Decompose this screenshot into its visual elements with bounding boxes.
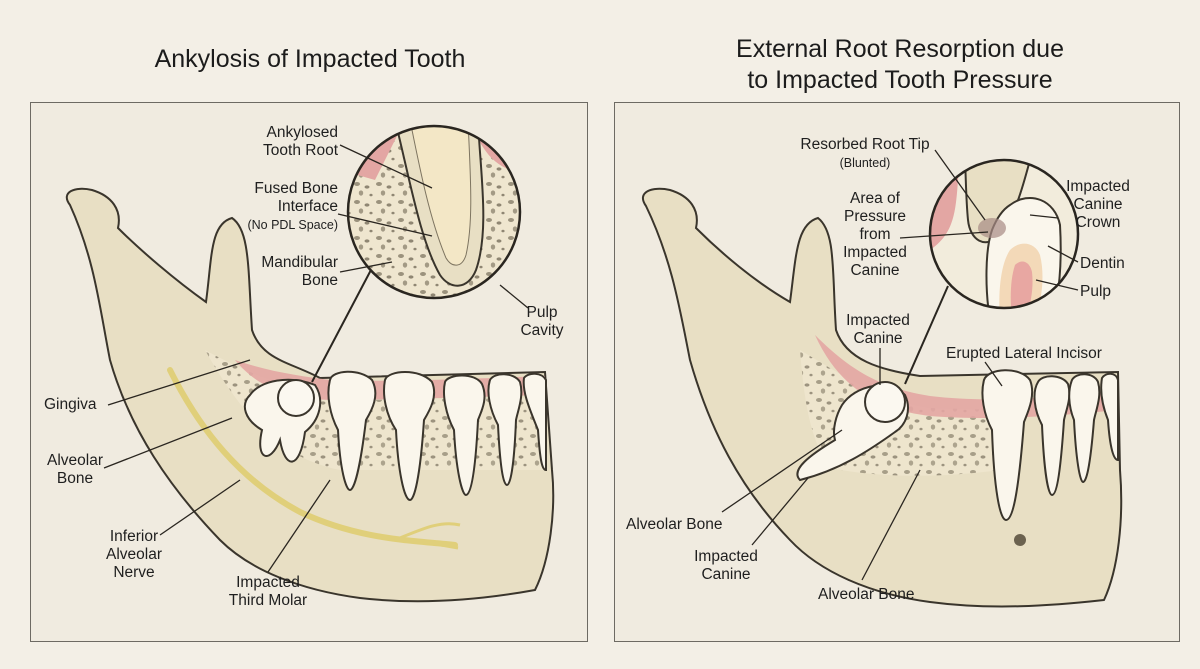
label-canine-low-line2: Canine: [701, 566, 751, 583]
label-alveolar-bone-left-line2: Bone: [56, 470, 94, 487]
label-nerve-line1: Inferior: [109, 528, 159, 545]
label-erupted-lateral-incisor: Erupted Lateral Incisor: [946, 345, 1102, 362]
label-inferior-alveolar-nerve: Inferior Alveolar Nerve: [98, 528, 170, 582]
right-title-line2: to Impacted Tooth Pressure: [747, 66, 1053, 94]
label-resorbed-root-tip: Resorbed Root Tip (Blunted): [790, 136, 940, 172]
label-pressure-line2: Pressure: [843, 208, 907, 225]
label-pressure-line4: Impacted: [843, 244, 907, 261]
label-mandibular-bone-line2: Bone: [301, 272, 338, 289]
left-title: Ankylosis of Impacted Tooth: [154, 45, 466, 73]
right-magnified-view: [904, 158, 1080, 385]
label-resorbed-line1: Resorbed Root Tip: [800, 136, 930, 153]
label-fused-bone-line1: Fused Bone: [254, 180, 338, 197]
label-nerve-line2: Alveolar: [106, 546, 162, 563]
label-alveolar-bone-right-left: Alveolar Bone: [626, 516, 723, 533]
label-nerve-line3: Nerve: [113, 564, 155, 581]
label-area-of-pressure: Area of Pressure from Impacted Canine: [830, 190, 920, 280]
right-impacted-canine: [796, 381, 909, 482]
label-alveolar-bone-right-bottom: Alveolar Bone: [818, 586, 915, 603]
right-erupted-teeth: [981, 369, 1119, 522]
label-pressure-line3: from: [859, 226, 891, 243]
label-impacted-canine-mid: Impacted Canine: [832, 312, 924, 348]
label-crown-line1: Impacted: [1066, 178, 1130, 195]
label-pressure-line5: Canine: [850, 262, 900, 279]
left-mandible: [65, 187, 555, 603]
right-leader-lines: [721, 149, 1079, 581]
label-molar-line1: Impacted: [236, 574, 300, 591]
label-impacted-canine-low: Impacted Canine: [684, 548, 768, 584]
right-title-line1: External Root Resorption due: [736, 35, 1064, 63]
right-mandible: [642, 187, 1123, 608]
label-canine-mid-line2: Canine: [853, 330, 903, 347]
label-dentin: Dentin: [1080, 255, 1125, 272]
label-ankylosed-root: Ankylosed Tooth Root: [236, 124, 338, 160]
label-alveolar-bone-left-line1: Alveolar: [47, 452, 103, 469]
label-canine-low-line1: Impacted: [694, 548, 758, 565]
left-magnified-view: [311, 124, 522, 383]
left-erupted-teeth: [327, 370, 547, 502]
label-mandibular-bone-line1: Mandibular: [261, 254, 338, 271]
right-title: External Root Resorption due to Impacted…: [620, 34, 1180, 96]
label-pulp-cavity-line2: Cavity: [520, 322, 564, 339]
label-pulp-cavity-line1: Pulp: [526, 304, 558, 321]
label-ankylosed-root-line1: Ankylosed: [266, 124, 338, 141]
label-impacted-third-molar: Impacted Third Molar: [212, 574, 324, 610]
label-alveolar-bone-left: Alveolar Bone: [40, 452, 110, 488]
label-ankylosed-root-line2: Tooth Root: [263, 142, 338, 159]
label-molar-line2: Third Molar: [228, 592, 308, 609]
label-canine-mid-line1: Impacted: [846, 312, 910, 329]
label-mandibular-bone: Mandibular Bone: [238, 254, 338, 290]
left-leader-lines: [103, 144, 529, 573]
left-impacted-molar: [243, 378, 322, 463]
label-crown-line3: Crown: [1075, 214, 1121, 231]
label-fused-bone-note: (No PDL Space): [247, 218, 338, 232]
label-resorbed-note: (Blunted): [839, 156, 891, 170]
label-fused-bone: Fused Bone Interface (No PDL Space): [222, 180, 338, 234]
label-pressure-line1: Area of: [850, 190, 900, 207]
label-gingiva: Gingiva: [44, 396, 97, 413]
label-fused-bone-line2: Interface: [277, 198, 338, 215]
label-impacted-canine-crown: Impacted Canine Crown: [1058, 178, 1138, 232]
label-pulp-cavity: Pulp Cavity: [512, 304, 572, 340]
label-pulp: Pulp: [1080, 283, 1112, 300]
label-crown-line2: Canine: [1073, 196, 1123, 213]
